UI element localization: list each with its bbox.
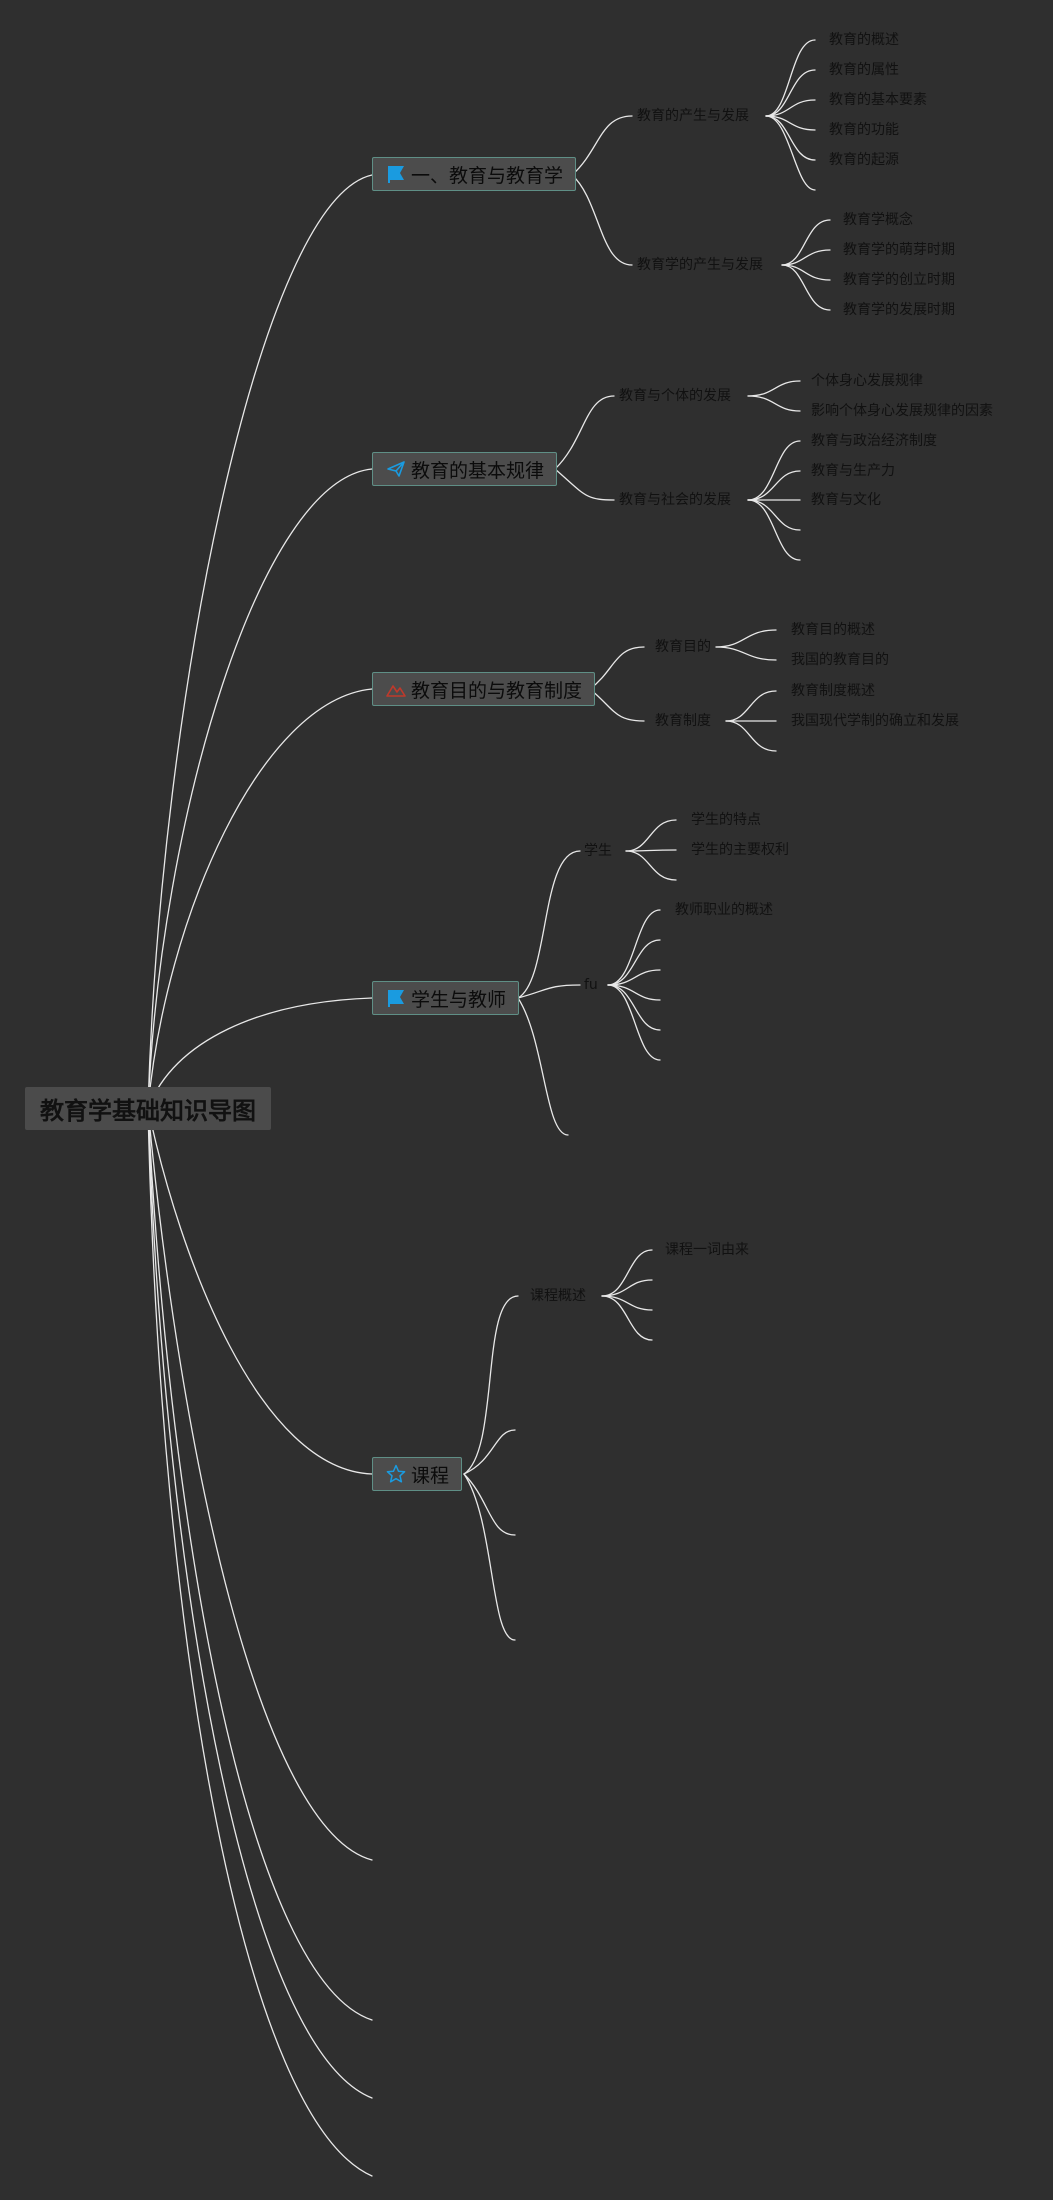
leaf-item[interactable]: 我国现代学制的确立和发展 [791, 713, 959, 729]
subtopic-label: 教育学的产生与发展 [637, 257, 763, 273]
subtopic[interactable]: fu [584, 976, 598, 994]
subtopic[interactable]: 教育目的 [655, 638, 711, 656]
subtopic-label: 学生 [584, 843, 612, 859]
subtopic[interactable]: 教育与个体的发展 [619, 387, 731, 405]
leaf-item[interactable]: 教育学的萌芽时期 [843, 242, 955, 258]
leaf-item[interactable]: 我国的教育目的 [791, 652, 889, 668]
topic-curriculum[interactable]: 课程 [372, 1457, 463, 1491]
leaf-item[interactable]: 教育与政治经济制度 [811, 433, 937, 449]
topic-label: 教育目的与教育制度 [411, 679, 583, 702]
subtopic-label: 教育目的 [655, 639, 711, 655]
subtopic[interactable]: 教育学的产生与发展 [637, 256, 763, 274]
leaf-item[interactable]: 教师职业的概述 [675, 902, 773, 918]
leaf-item[interactable]: 教育学的创立时期 [843, 272, 955, 288]
subtopic[interactable]: 课程概述 [530, 1287, 586, 1305]
subtopic-label: 教育与个体的发展 [619, 388, 731, 404]
subtopic[interactable]: 学生 [584, 842, 612, 860]
mountain-icon [385, 678, 407, 700]
leaf-item[interactable]: 教育制度概述 [791, 683, 875, 699]
leaf-item[interactable]: 个体身心发展规律 [811, 373, 923, 389]
leaf-item[interactable]: 教育与文化 [811, 492, 881, 508]
leaf-item[interactable]: 教育的起源 [829, 152, 899, 168]
root-topic-label: 教育学基础知识导图 [40, 1097, 256, 1125]
leaf-item[interactable]: 教育的基本要素 [829, 92, 927, 108]
leaf-item[interactable]: 教育的属性 [829, 62, 899, 78]
leaf-item[interactable]: 教育学的发展时期 [843, 302, 955, 318]
topic-label: 课程 [411, 1464, 450, 1487]
subtopic-label: 教育与社会的发展 [619, 492, 731, 508]
paper-plane-icon [385, 458, 407, 480]
subtopic-label: 课程概述 [530, 1288, 586, 1304]
topic-education-aims-and-system[interactable]: 教育目的与教育制度 [372, 672, 596, 706]
subtopic-label: 教育的产生与发展 [637, 108, 749, 124]
topic-education-and-pedagogy[interactable]: 一、教育与教育学 [372, 157, 577, 191]
root-topic[interactable]: 教育学基础知识导图 [25, 1087, 271, 1130]
subtopic-label: 教育制度 [655, 713, 711, 729]
topic-basic-laws-of-education[interactable]: 教育的基本规律 [372, 452, 558, 486]
subtopic-label: fu [584, 977, 598, 993]
subtopic[interactable]: 教育的产生与发展 [637, 107, 749, 125]
topic-label: 一、教育与教育学 [411, 164, 564, 187]
topic-students-and-teachers[interactable]: 学生与教师 [372, 981, 520, 1015]
leaf-item[interactable]: 影响个体身心发展规律的因素 [811, 403, 993, 419]
leaf-item[interactable]: 学生的特点 [691, 812, 761, 828]
topic-label: 教育的基本规律 [411, 459, 545, 482]
leaf-item[interactable]: 学生的主要权利 [691, 842, 789, 858]
subtopic[interactable]: 教育与社会的发展 [619, 491, 731, 509]
leaf-item[interactable]: 教育学概念 [843, 212, 913, 228]
leaf-item[interactable]: 教育的概述 [829, 32, 899, 48]
topic-label: 学生与教师 [411, 988, 507, 1011]
leaf-item[interactable]: 教育的功能 [829, 122, 899, 138]
subtopic[interactable]: 教育制度 [655, 712, 711, 730]
leaf-item[interactable]: 教育与生产力 [811, 463, 895, 479]
flag-icon [385, 163, 407, 185]
leaf-item[interactable]: 教育目的概述 [791, 622, 875, 638]
flag-icon [385, 987, 407, 1009]
star-icon [385, 1463, 407, 1485]
leaf-item[interactable]: 课程一词由来 [665, 1242, 749, 1258]
